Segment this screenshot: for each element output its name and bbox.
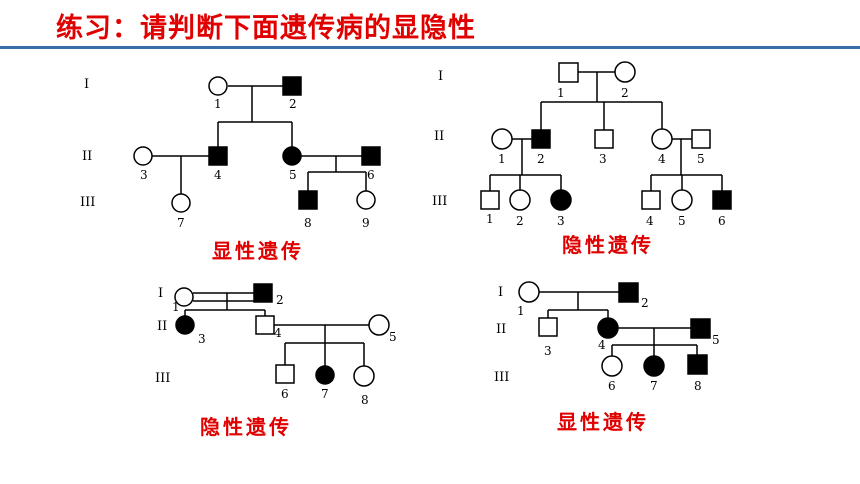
title-underline	[0, 46, 860, 49]
p1-individual-3	[133, 146, 153, 166]
p2-gen1-individual-1	[558, 62, 579, 83]
p2-generation-II: II	[434, 129, 444, 144]
p4-individual-7	[643, 355, 665, 377]
p1-individual-5	[282, 146, 302, 166]
p2-gen3-label-4: 4	[646, 214, 654, 228]
p2-gen2-label-5: 5	[697, 152, 705, 166]
p1-label-9: 9	[362, 216, 370, 230]
p2-gen3-label-5: 5	[678, 214, 686, 228]
p4-label-6: 6	[608, 379, 616, 393]
p1-generation-III: III	[80, 195, 95, 210]
p1-label-3: 3	[140, 168, 148, 182]
p1-individual-8	[298, 190, 318, 210]
p2-gen2-individual-2	[531, 129, 551, 149]
p1-individual-1	[208, 76, 228, 96]
p3-label-7: 7	[321, 387, 329, 401]
p3-verdict: 隐性遗传	[200, 415, 292, 439]
p2-gen1-individual-2	[614, 61, 636, 83]
p4-label-8: 8	[694, 379, 702, 393]
p1-individual-6	[361, 146, 381, 166]
p2-gen2-individual-5	[691, 129, 711, 149]
p4-individual-3	[538, 317, 558, 337]
slide-title: 练习：请判断下面遗传病的显隐性	[56, 13, 476, 44]
p1-generation-II: II	[82, 149, 92, 164]
p1-label-6: 6	[367, 168, 375, 182]
p1-label-5: 5	[289, 168, 297, 182]
p4-label-3: 3	[544, 344, 552, 358]
p1-individual-9	[356, 190, 376, 210]
p3-individual-6	[275, 364, 295, 384]
p2-generation-I: I	[438, 69, 443, 84]
p1-label-2: 2	[289, 97, 297, 111]
p1-verdict: 显性遗传	[212, 239, 304, 263]
p4-generation-I: I	[498, 285, 503, 300]
p2-gen3-individual-3	[550, 189, 572, 211]
p1-individual-7	[171, 193, 191, 213]
p3-generation-I: I	[158, 286, 163, 301]
p2-gen3-label-6: 6	[718, 214, 726, 228]
p3-individual-8	[353, 365, 375, 387]
p4-generation-II: II	[496, 322, 506, 337]
p3-individual-3	[175, 315, 195, 335]
pedigree-2: I II III 1	[432, 61, 732, 257]
p3-label-1: 1	[172, 300, 180, 314]
p3-label-6: 6	[281, 387, 289, 401]
p2-gen3-individual-1	[480, 190, 500, 210]
p3-label-3: 3	[198, 332, 206, 346]
p2-gen3-label-2: 2	[516, 214, 524, 228]
p2-gen3-label-3: 3	[557, 214, 565, 228]
p3-individual-2	[253, 283, 273, 303]
p3-generation-III: III	[155, 371, 170, 386]
p4-individual-8	[687, 354, 708, 375]
p3-generation-II: II	[157, 319, 167, 334]
p1-individual-2	[282, 76, 302, 96]
p2-gen3-individual-2	[509, 189, 531, 211]
p4-label-4: 4	[598, 338, 606, 352]
p2-gen3-label-1: 1	[486, 212, 494, 226]
p2-generation-III: III	[432, 194, 447, 209]
p3-individual-5	[368, 314, 390, 336]
p4-individual-6	[601, 355, 623, 377]
p1-label-8: 8	[304, 216, 312, 230]
p3-label-5: 5	[389, 330, 397, 344]
p3-individual-4	[255, 315, 275, 335]
pedigree-3: I II III 1 2 3 4 5 6 7 8 隐性遗传	[155, 283, 397, 439]
p4-individual-4	[597, 317, 619, 339]
p2-gen2-individual-1	[491, 128, 513, 150]
p3-label-8: 8	[361, 393, 369, 407]
p1-label-4: 4	[214, 168, 222, 182]
p3-label-2: 2	[276, 293, 284, 307]
p2-gen2-label-3: 3	[599, 152, 607, 166]
p2-gen2-individual-3	[594, 129, 614, 149]
p4-generation-III: III	[494, 370, 509, 385]
p2-gen3-individual-5	[671, 189, 693, 211]
p2-gen2-label-2: 2	[537, 152, 545, 166]
p2-verdict: 隐性遗传	[562, 233, 654, 257]
p4-label-5: 5	[712, 333, 720, 347]
p3-individual-7	[315, 365, 335, 385]
p2-gen3-individual-4	[641, 190, 661, 210]
p2-gen3-individual-6	[712, 190, 732, 210]
p4-individual-1	[518, 281, 540, 303]
p1-generation-I: I	[84, 77, 89, 92]
p4-individual-2	[618, 282, 639, 303]
pedigree-1: I II III 1 2 3 4 5 6 7 8 9 显	[80, 76, 381, 263]
p4-label-2: 2	[641, 296, 649, 310]
p1-label-1: 1	[214, 97, 222, 111]
p1-label-7: 7	[177, 216, 185, 230]
p3-label-4: 4	[274, 326, 282, 340]
p3-individual-1	[174, 287, 194, 307]
p4-verdict: 显性遗传	[557, 410, 649, 434]
p4-label-1: 1	[517, 304, 525, 318]
pedigree-4: I II III 1 2 3 4 5 6 7 8 显性遗传	[494, 281, 720, 434]
p2-gen1-label-1: 1	[557, 86, 565, 100]
p2-gen1-label-2: 2	[621, 86, 629, 100]
p2-gen2-individual-4	[651, 128, 673, 150]
p4-individual-5	[690, 318, 711, 339]
p2-gen2-label-4: 4	[658, 152, 666, 166]
p4-label-7: 7	[650, 379, 658, 393]
p2-gen2-label-1: 1	[498, 152, 506, 166]
p1-individual-4	[208, 146, 228, 166]
